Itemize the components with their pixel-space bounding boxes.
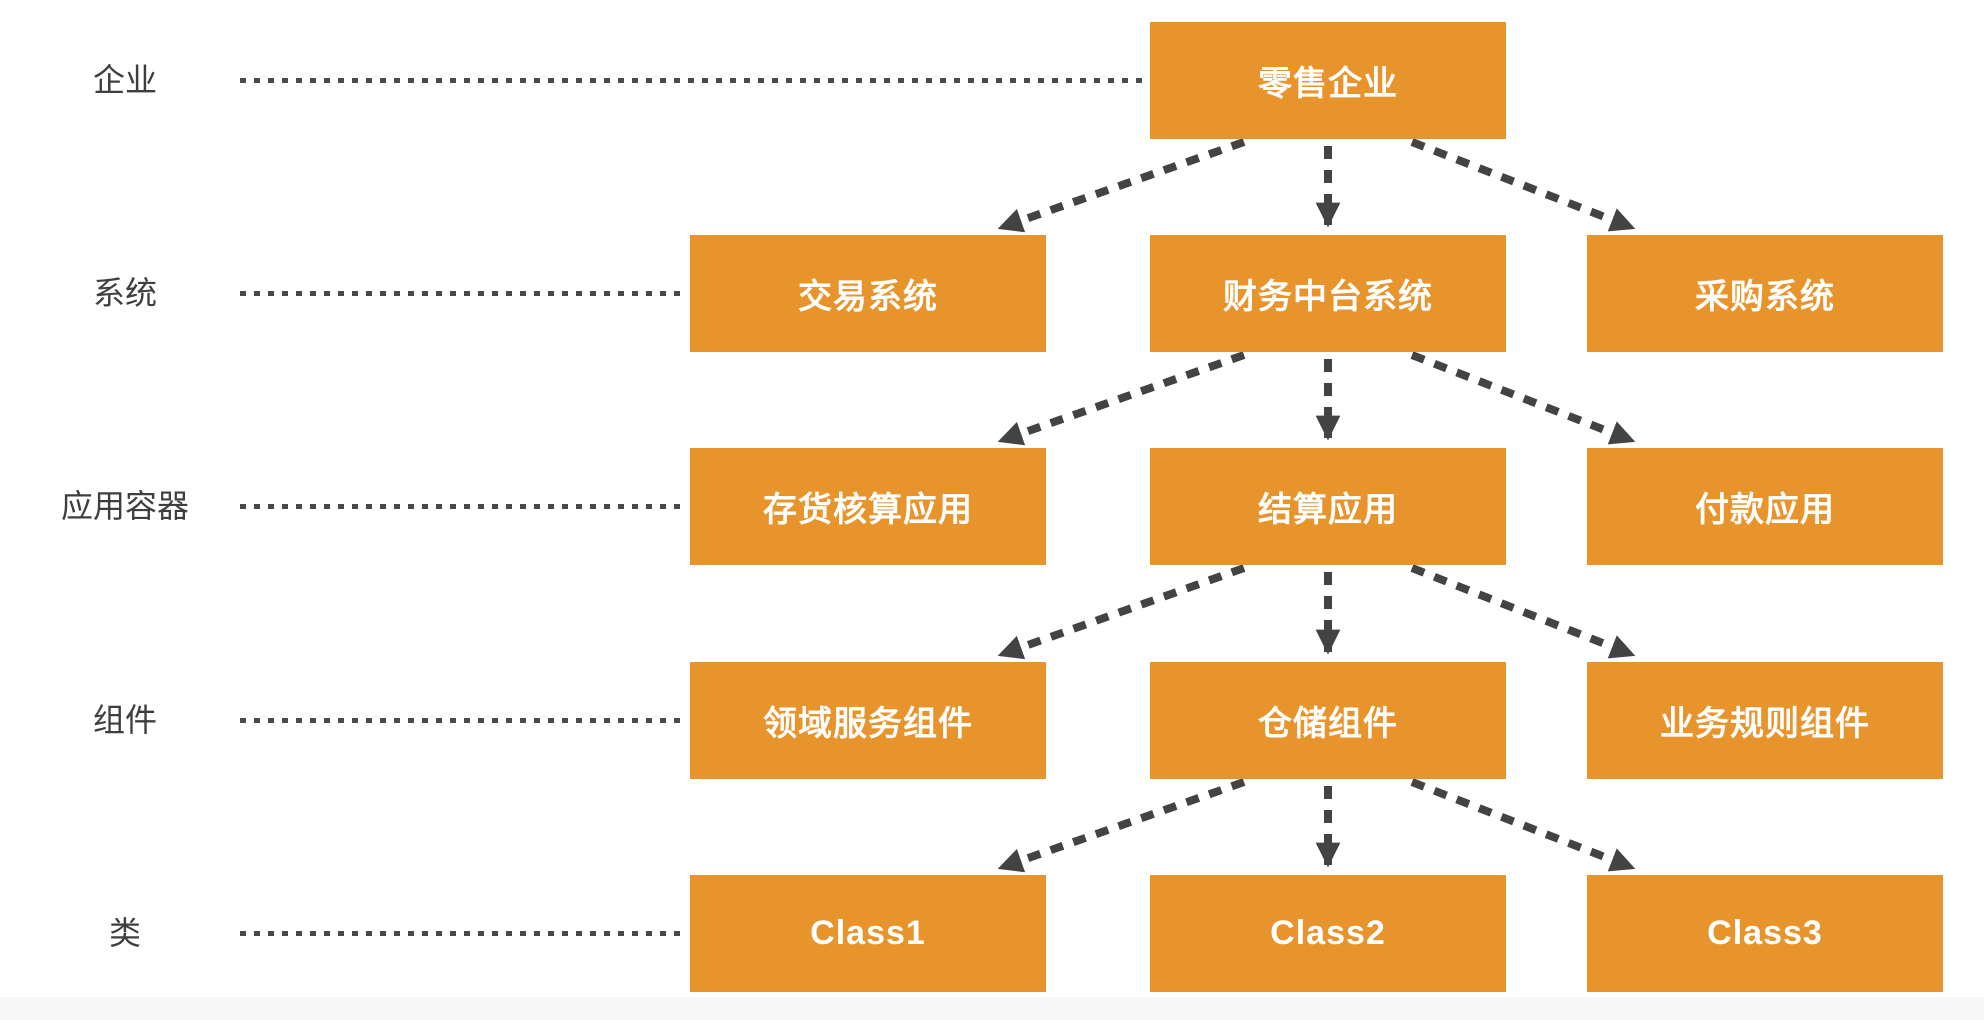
edge-settlement-to-business-rule bbox=[1410, 564, 1636, 659]
node-settlement-app[interactable]: 结算应用 bbox=[1150, 448, 1506, 565]
edge-retail-to-procurement bbox=[1410, 138, 1636, 232]
row-label-class: 类 bbox=[108, 915, 141, 951]
edge-repository-to-class1 bbox=[997, 778, 1246, 873]
node-trading-system[interactable]: 交易系统 bbox=[690, 235, 1046, 352]
row-label-application-container: 应用容器 bbox=[60, 488, 189, 524]
node-inventory-accounting-app[interactable]: 存货核算应用 bbox=[690, 448, 1046, 565]
node-class2[interactable]: Class2 bbox=[1150, 875, 1506, 992]
node-payment-app[interactable]: 付款应用 bbox=[1587, 448, 1943, 565]
node-domain-service-component[interactable]: 领域服务组件 bbox=[690, 662, 1046, 779]
bottom-strip bbox=[0, 997, 1984, 1020]
node-class1[interactable]: Class1 bbox=[690, 875, 1046, 992]
node-finance-middle-platform-system[interactable]: 财务中台系统 bbox=[1150, 235, 1506, 352]
edge-retail-to-trading bbox=[997, 138, 1246, 233]
row-label-system: 系统 bbox=[92, 275, 157, 311]
node-procurement-system[interactable]: 采购系统 bbox=[1587, 235, 1943, 352]
node-class3[interactable]: Class3 bbox=[1587, 875, 1943, 992]
edge-finance-to-payment bbox=[1410, 351, 1636, 445]
row-label-component: 组件 bbox=[92, 702, 157, 738]
node-repository-component[interactable]: 仓储组件 bbox=[1150, 662, 1506, 779]
edge-repository-to-class3 bbox=[1410, 778, 1636, 872]
edge-settlement-to-domain-service bbox=[997, 564, 1246, 660]
edge-finance-to-inventory bbox=[997, 351, 1246, 446]
row-label-enterprise: 企业 bbox=[92, 62, 157, 98]
node-retail-enterprise[interactable]: 零售企业 bbox=[1150, 22, 1506, 139]
node-business-rule-component[interactable]: 业务规则组件 bbox=[1587, 662, 1943, 779]
